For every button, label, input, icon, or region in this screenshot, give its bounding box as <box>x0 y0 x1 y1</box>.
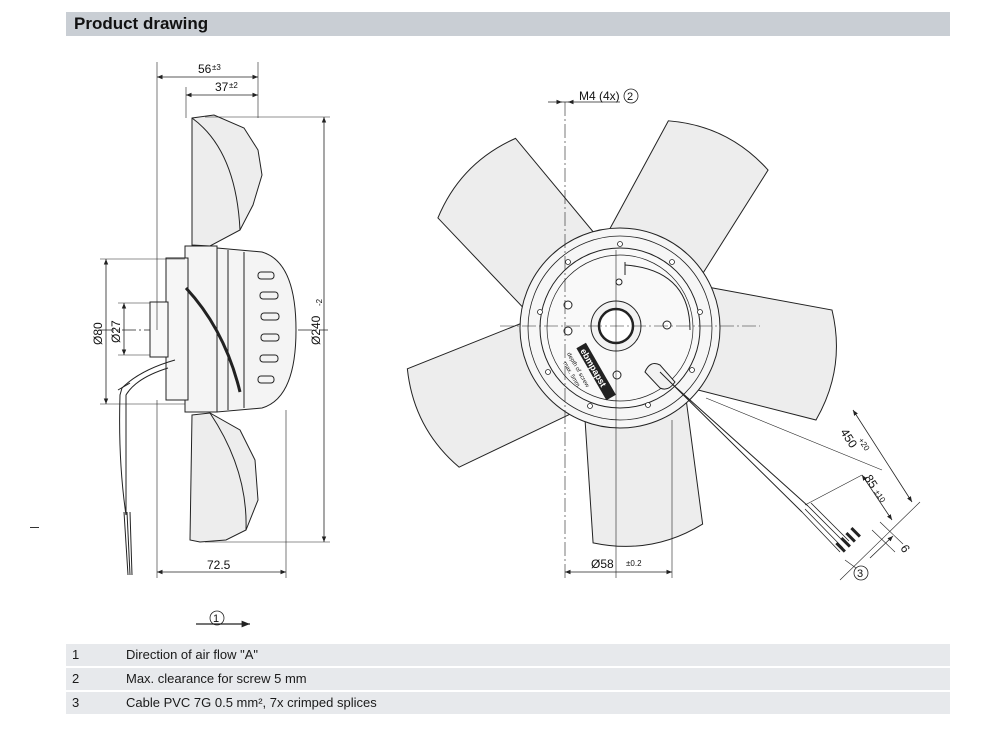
section-header: Product drawing <box>66 12 950 36</box>
dim-450: 450 <box>837 426 860 451</box>
product-drawing: 56 ±3 37 ±2 Ø240 -2 Ø80 Ø27 72.5 <box>91 62 921 628</box>
dim-80: Ø80 <box>91 322 105 345</box>
legend-number: 2 <box>72 671 80 686</box>
dim-85-tol: ±10 <box>872 488 887 505</box>
dim-37-tol: ±2 <box>229 81 238 90</box>
dim-240: Ø240 <box>309 315 323 345</box>
dim-27: Ø27 <box>109 320 123 343</box>
front-view <box>406 102 861 578</box>
side-view-labels: 56 ±3 37 ±2 Ø240 -2 Ø80 Ø27 72.5 <box>91 62 324 572</box>
margin-tick <box>30 527 39 528</box>
legend-row: 1 Direction of air flow "A" <box>66 644 950 666</box>
dim-56: 56 <box>198 62 212 76</box>
legend-text: Max. clearance for screw 5 mm <box>126 671 307 686</box>
legend-table: 1 Direction of air flow "A" 2 Max. clear… <box>66 644 950 716</box>
legend-row: 3 Cable PVC 7G 0.5 mm², 7x crimped splic… <box>66 692 950 714</box>
legend-text: Cable PVC 7G 0.5 mm², 7x crimped splices <box>126 695 377 710</box>
callout-3: 3 <box>857 568 863 580</box>
callout-2: 2 <box>627 91 633 103</box>
callout-1: 1 <box>213 613 219 625</box>
dim-240-tol: -2 <box>315 298 324 306</box>
airflow-callout: 1 <box>196 610 250 628</box>
front-view-dimensions <box>548 88 921 581</box>
dim-37: 37 <box>215 80 229 94</box>
legend-number: 3 <box>72 695 80 710</box>
dim-58-tol: ±0.2 <box>626 559 642 568</box>
dim-58: Ø58 <box>591 557 614 571</box>
dim-m4: M4 (4x) <box>579 89 620 103</box>
section-title: Product drawing <box>74 14 209 33</box>
legend-number: 1 <box>72 647 80 662</box>
side-view <box>100 62 330 578</box>
dim-85: 85 <box>861 472 880 491</box>
legend-text: Direction of air flow "A" <box>126 647 259 662</box>
legend-row: 2 Max. clearance for screw 5 mm <box>66 668 950 690</box>
dim-6: 6 <box>897 542 913 555</box>
dim-56-tol: ±3 <box>212 63 221 72</box>
dim-450-tol: +20 <box>856 436 871 453</box>
dim-72-5: 72.5 <box>207 558 231 572</box>
